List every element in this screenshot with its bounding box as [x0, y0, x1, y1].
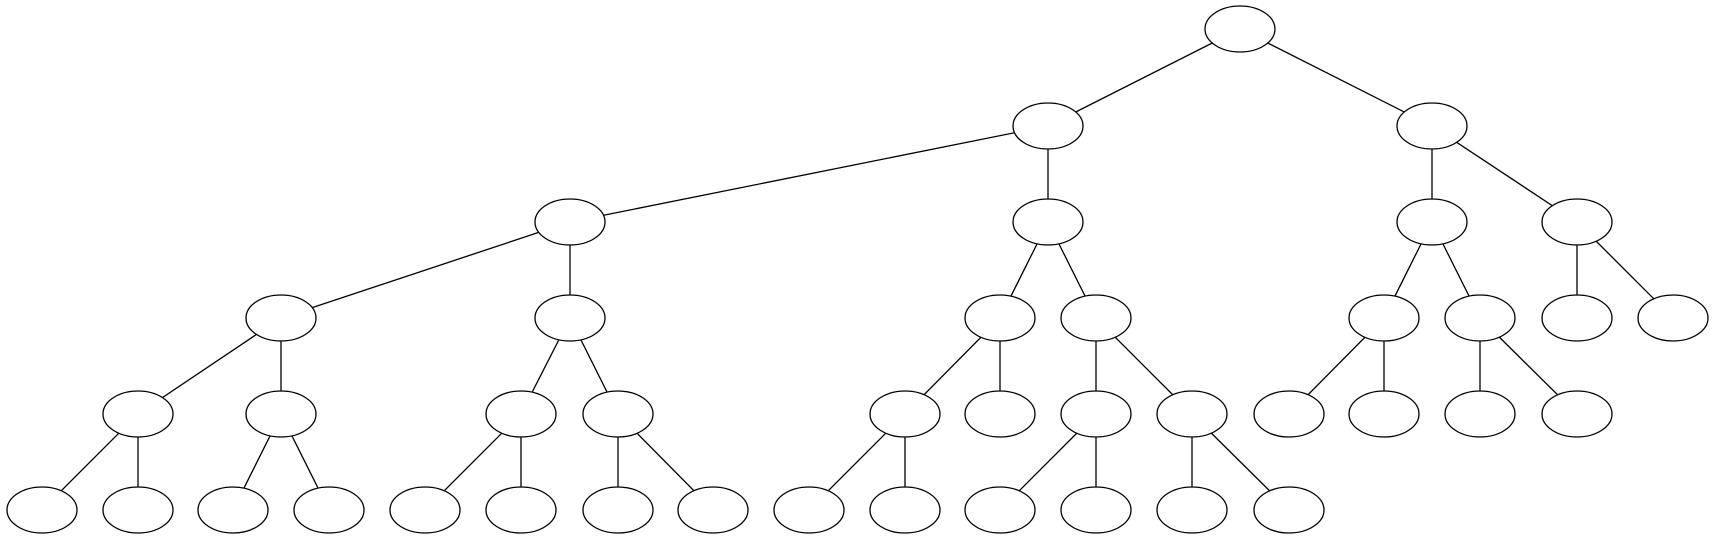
node-ellipse	[197, 486, 269, 534]
node-ellipse	[245, 390, 317, 438]
tree-node-n37	[869, 486, 941, 534]
node-ellipse	[1012, 198, 1084, 246]
tree-node-n7	[245, 294, 317, 342]
tree-node-n31	[293, 486, 365, 534]
node-ellipse	[389, 486, 461, 534]
tree-node-n1	[1012, 102, 1084, 150]
tree-node-n5	[1396, 198, 1468, 246]
edge-n0-n2	[1239, 28, 1433, 127]
tree-node-n41	[1253, 486, 1325, 534]
tree-node-n11	[1348, 294, 1420, 342]
tree-node-n10	[1060, 294, 1132, 342]
node-ellipse	[869, 486, 941, 534]
tree-node-n8	[534, 294, 606, 342]
tree-node-n2	[1396, 102, 1468, 150]
node-ellipse	[1396, 102, 1468, 150]
tree-node-n18	[582, 390, 654, 438]
node-ellipse	[1156, 390, 1228, 438]
node-ellipse	[1012, 102, 1084, 150]
node-ellipse	[1348, 390, 1420, 438]
tree-node-n29	[102, 486, 174, 534]
node-ellipse	[534, 294, 606, 342]
tree-node-n26	[1541, 390, 1613, 438]
node-ellipse	[6, 486, 78, 534]
node-ellipse	[964, 486, 1036, 534]
tree-node-n39	[1060, 486, 1132, 534]
tree-node-n13	[1541, 294, 1613, 342]
tree-node-n32	[389, 486, 461, 534]
node-ellipse	[1541, 198, 1613, 246]
tree-node-n3	[534, 198, 606, 246]
tree-node-n16	[245, 390, 317, 438]
tree-node-n17	[485, 390, 557, 438]
node-ellipse	[1637, 294, 1709, 342]
tree-node-n6	[1541, 198, 1613, 246]
tree-node-n24	[1348, 390, 1420, 438]
node-ellipse	[245, 294, 317, 342]
node-ellipse	[1253, 486, 1325, 534]
tree-node-n0	[1204, 5, 1276, 53]
node-ellipse	[1541, 294, 1613, 342]
node-ellipse	[534, 198, 606, 246]
tree-node-n15	[102, 390, 174, 438]
tree-node-n38	[964, 486, 1036, 534]
node-ellipse	[964, 294, 1036, 342]
node-ellipse	[1253, 390, 1325, 438]
tree-node-n20	[964, 390, 1036, 438]
node-ellipse	[869, 390, 941, 438]
node-ellipse	[1348, 294, 1420, 342]
node-ellipse	[677, 486, 749, 534]
tree-node-n40	[1156, 486, 1228, 534]
node-ellipse	[1156, 486, 1228, 534]
edge-n0-n1	[1047, 28, 1241, 127]
node-ellipse	[485, 486, 557, 534]
tree-node-n21	[1060, 390, 1132, 438]
tree-node-n9	[964, 294, 1036, 342]
tree-node-n14	[1637, 294, 1709, 342]
node-ellipse	[773, 486, 845, 534]
tree-node-n25	[1444, 390, 1516, 438]
tree-node-n22	[1156, 390, 1228, 438]
tree-node-n19	[869, 390, 941, 438]
tree-node-n34	[582, 486, 654, 534]
tree-node-n33	[485, 486, 557, 534]
tree-node-n35	[677, 486, 749, 534]
tree-node-n30	[197, 486, 269, 534]
node-ellipse	[1396, 198, 1468, 246]
node-ellipse	[582, 486, 654, 534]
node-ellipse	[582, 390, 654, 438]
tree-node-n28	[6, 486, 78, 534]
edge-n1-n3	[569, 125, 1049, 223]
tree-node-n4	[1012, 198, 1084, 246]
node-ellipse	[293, 486, 365, 534]
tree-node-n12	[1444, 294, 1516, 342]
node-ellipse	[485, 390, 557, 438]
node-ellipse	[102, 486, 174, 534]
node-ellipse	[964, 390, 1036, 438]
tree-node-n23	[1253, 390, 1325, 438]
node-ellipse	[1060, 294, 1132, 342]
node-ellipse	[1060, 486, 1132, 534]
tree-node-n36	[773, 486, 845, 534]
node-ellipse	[1444, 294, 1516, 342]
node-ellipse	[102, 390, 174, 438]
node-ellipse	[1541, 390, 1613, 438]
node-ellipse	[1444, 390, 1516, 438]
node-ellipse	[1060, 390, 1132, 438]
edge-n3-n7	[280, 221, 571, 319]
node-ellipse	[1204, 5, 1276, 53]
